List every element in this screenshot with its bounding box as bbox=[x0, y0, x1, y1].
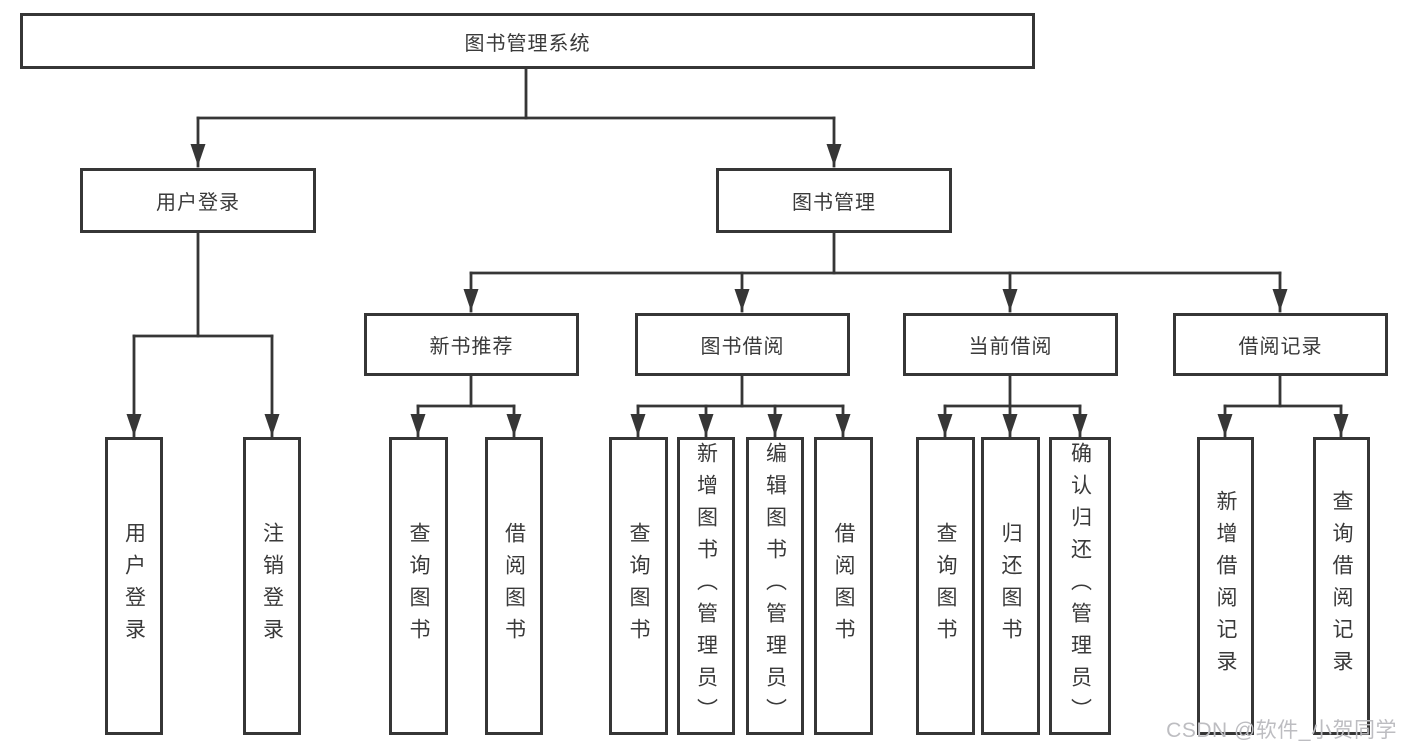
leaf-add-borrow-record: 新增借阅记录 bbox=[1197, 437, 1254, 735]
leaf-label: 编辑图书（管理员） bbox=[763, 442, 787, 730]
node-label: 当前借阅 bbox=[968, 336, 1053, 358]
node-book-borrow: 图书借阅 bbox=[635, 313, 850, 376]
leaf-query-borrow-record: 查询借阅记录 bbox=[1313, 437, 1370, 735]
node-label: 图书管理系统 bbox=[464, 32, 591, 55]
node-user-login: 用户登录 bbox=[80, 168, 316, 233]
node-label: 图书借阅 bbox=[700, 336, 785, 358]
leaf-label: 查询图书 bbox=[934, 522, 957, 650]
leaf-return-books: 归还图书 bbox=[981, 437, 1040, 735]
leaf-query-books-current: 查询图书 bbox=[916, 437, 975, 735]
leaf-label: 用户登录 bbox=[122, 522, 146, 650]
csdn-watermark: CSDN @软件_小贺同学 bbox=[1166, 719, 1397, 742]
node-label: 用户登录 bbox=[156, 192, 240, 214]
node-label: 借阅记录 bbox=[1238, 336, 1323, 358]
leaf-label: 确认归还（管理员） bbox=[1068, 442, 1092, 730]
leaf-label: 新增图书（管理员） bbox=[694, 442, 718, 730]
leaf-label: 归还图书 bbox=[999, 522, 1022, 650]
node-library-management-system: 图书管理系统 bbox=[20, 13, 1035, 69]
leaf-label: 借阅图书 bbox=[502, 522, 526, 650]
leaf-borrow-books-recommend: 借阅图书 bbox=[485, 437, 543, 735]
leaf-label: 查询借阅记录 bbox=[1330, 490, 1353, 682]
leaf-add-books-admin: 新增图书（管理员） bbox=[677, 437, 735, 735]
node-borrow-records: 借阅记录 bbox=[1173, 313, 1388, 376]
leaf-label: 注销登录 bbox=[260, 522, 284, 650]
node-book-management: 图书管理 bbox=[716, 168, 952, 233]
leaf-query-books-recommend: 查询图书 bbox=[389, 437, 448, 735]
leaf-label: 查询图书 bbox=[407, 522, 430, 650]
leaf-query-books-borrow: 查询图书 bbox=[609, 437, 668, 735]
node-new-book-recommend: 新书推荐 bbox=[364, 313, 579, 376]
leaf-label: 新增借阅记录 bbox=[1214, 490, 1237, 682]
leaf-borrow-books: 借阅图书 bbox=[814, 437, 873, 735]
node-label: 新书推荐 bbox=[429, 336, 514, 358]
leaf-label: 查询图书 bbox=[627, 522, 650, 650]
node-label: 图书管理 bbox=[792, 192, 876, 214]
node-current-borrow: 当前借阅 bbox=[903, 313, 1118, 376]
leaf-label: 借阅图书 bbox=[832, 522, 855, 650]
leaf-confirm-return-admin: 确认归还（管理员） bbox=[1049, 437, 1111, 735]
leaf-edit-books-admin: 编辑图书（管理员） bbox=[746, 437, 804, 735]
leaf-logout: 注销登录 bbox=[243, 437, 301, 735]
leaf-user-login: 用户登录 bbox=[105, 437, 163, 735]
